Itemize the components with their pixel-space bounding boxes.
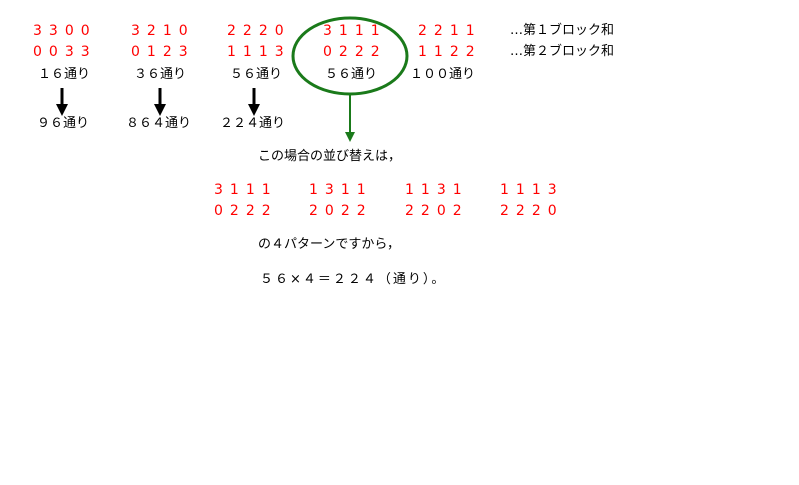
pattern-bottom: 2202 bbox=[405, 203, 469, 219]
down-arrow-icon bbox=[56, 88, 68, 116]
result: ８６４通り bbox=[126, 116, 192, 131]
intro-text: この場合の並び替えは， bbox=[258, 149, 402, 164]
block1-sum: 3111 bbox=[323, 23, 387, 39]
pattern-top: 1311 bbox=[309, 182, 373, 198]
pattern-bottom: 0222 bbox=[214, 203, 278, 219]
result: ９６通り bbox=[37, 116, 90, 131]
count: ５６通り bbox=[230, 67, 283, 82]
pattern-bottom: 2022 bbox=[309, 203, 373, 219]
count: ５６通り bbox=[325, 67, 378, 82]
after-text: の４パターンですから， bbox=[258, 237, 400, 252]
block2-sum: 0123 bbox=[131, 44, 195, 60]
block2-sum: 1113 bbox=[227, 44, 291, 60]
down-arrow-icon bbox=[154, 88, 166, 116]
count: １６通り bbox=[38, 67, 91, 82]
result: ２２４通り bbox=[220, 116, 286, 131]
count: ３６通り bbox=[134, 67, 187, 82]
block1-sum: 2220 bbox=[227, 23, 291, 39]
count: １００通り bbox=[410, 67, 476, 82]
pattern-bottom: 2220 bbox=[500, 203, 564, 219]
legend-block2: …第２ブロック和 bbox=[510, 44, 615, 59]
block1-sum: 3300 bbox=[33, 23, 97, 39]
legend-block1: …第１ブロック和 bbox=[510, 23, 615, 38]
block1-sum: 3210 bbox=[131, 23, 195, 39]
pattern-top: 1113 bbox=[500, 182, 564, 198]
formula-text: ５６×４＝２２４（通り）。 bbox=[260, 272, 447, 287]
block2-sum: 0033 bbox=[33, 44, 97, 60]
green-arrow-icon bbox=[345, 94, 355, 142]
pattern-top: 1131 bbox=[405, 182, 469, 198]
pattern-top: 3111 bbox=[214, 182, 278, 198]
block2-sum: 0222 bbox=[323, 44, 387, 60]
down-arrow-icon bbox=[248, 88, 260, 116]
block1-sum: 2211 bbox=[418, 23, 482, 39]
block2-sum: 1122 bbox=[418, 44, 482, 60]
